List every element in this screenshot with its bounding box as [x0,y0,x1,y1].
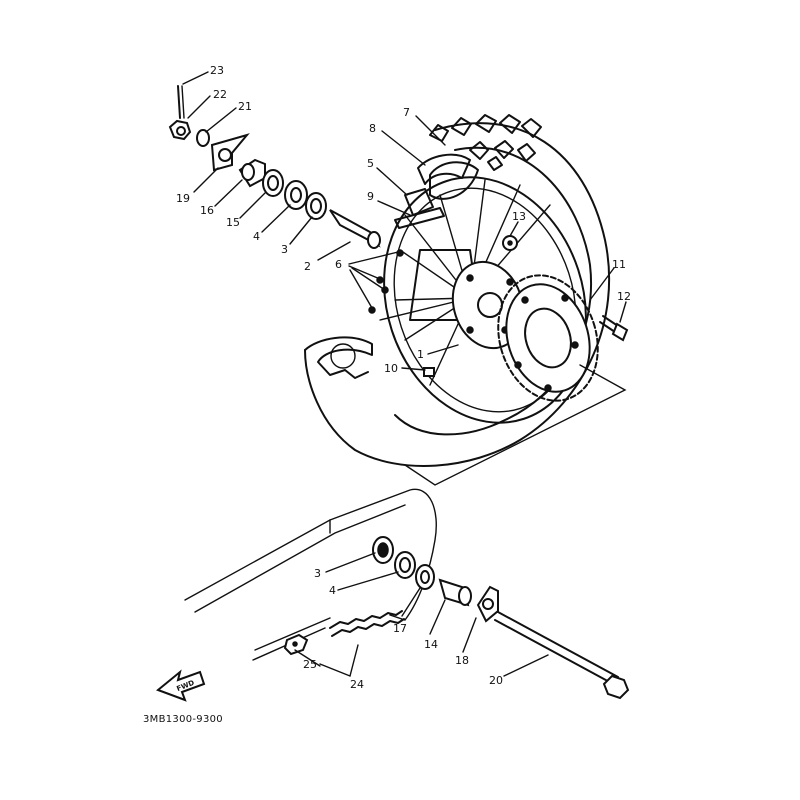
callout-25: 25 [303,658,317,671]
chain-puller-lower [476,585,499,623]
rim-outer [383,176,587,424]
callout-6: 6 [335,258,342,271]
callout-24: 24 [350,678,364,691]
tire-cutaway-bead [330,343,356,369]
callout-17: 17 [393,622,407,635]
rim-band [417,153,471,185]
callout-16: 16 [200,204,214,217]
sprocket-teeth [497,274,599,402]
callout-4-upper: 4 [253,230,260,243]
sprocket-hole [521,296,529,304]
left-axle-parts [168,85,381,249]
sprocket-bolt [599,315,629,342]
callout-4-lower: 4 [329,584,336,597]
nut-hole [507,240,513,246]
drive-chain [283,610,405,656]
callout-11: 11 [612,258,626,271]
tire-tread [429,114,542,171]
swingarm-outline [184,488,437,621]
rear-wheel-assembly [304,114,611,468]
sprocket-hole [514,361,522,369]
hub-bolt [466,326,474,334]
sprocket-hole [561,294,569,302]
tire-outline [304,122,611,468]
hub-bolt [466,274,474,282]
callout-18: 18 [455,654,469,667]
oil-seal [262,169,284,197]
right-axle-parts [372,536,630,700]
sprocket-hole [571,341,579,349]
callout-3-upper: 3 [281,243,288,256]
leader-lines [182,71,627,677]
swingarm-lower [194,504,406,613]
part-code: 3MB1300-9300 [143,714,223,725]
callout-labels: 23 22 21 19 16 15 4 3 2 6 7 8 5 9 13 11 … [176,64,631,691]
cotter-pin [177,85,181,119]
callout-15: 15 [226,216,240,229]
chain-links [329,610,403,629]
swingarm-section [184,488,437,661]
reference-outline [404,364,627,486]
drive-sprocket [497,274,599,402]
callout-10: 10 [384,362,398,375]
callout-14: 14 [424,638,438,651]
rim-inner [393,187,577,413]
callout-7: 7 [403,106,410,119]
callout-8: 8 [369,122,376,135]
hub-bolt [506,278,514,286]
rim-lock [404,188,434,216]
fwd-arrow: FWD [156,669,206,702]
callout-13: 13 [512,210,526,223]
valve [423,367,435,377]
spoke-nipple-strip [394,207,445,229]
callout-19: 19 [176,192,190,205]
spacer-upper [305,192,327,220]
rear-axle [494,619,616,686]
callout-3-lower: 3 [314,567,321,580]
spoke-nipple [396,249,404,257]
callout-2: 2 [304,260,311,273]
collar-lower [415,564,435,590]
seal-lower [394,551,416,579]
sprocket-body [505,283,591,393]
axle-nut [168,119,192,141]
callout-9: 9 [367,190,374,203]
callout-5: 5 [367,157,374,170]
callout-21: 21 [238,100,252,113]
sprocket-hole [544,384,552,392]
callout-23: 23 [210,64,224,77]
sprocket-center [524,307,572,369]
washer [196,129,210,147]
axle-head [602,674,630,700]
tire-cutaway [304,336,373,379]
tube [429,161,479,200]
bearing-upper [284,180,308,210]
callout-12: 12 [617,290,631,303]
callout-22: 22 [213,88,227,101]
callout-1: 1 [417,348,424,361]
callout-20: 20 [489,674,503,687]
